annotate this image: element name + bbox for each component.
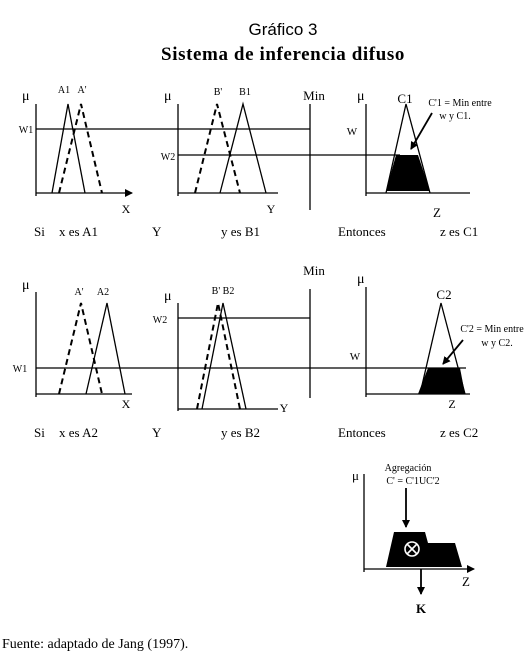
row1-rule-consequent: z es C1 <box>440 224 478 239</box>
row2-set-a2-triangle <box>85 302 126 395</box>
row2-w2-label: W2 <box>153 315 167 326</box>
row1-x-axis-label: X <box>122 202 131 216</box>
source-note: Fuente: adaptado de Jang (1997). <box>2 637 188 652</box>
aggregation-mu-label: μ <box>352 468 359 483</box>
row1-note-line1: C'1 = Min entre <box>428 98 492 109</box>
row2-x-axis-label: X <box>122 397 131 411</box>
row2-note-line1: C'2 = Min entre <box>460 324 524 335</box>
aggregation-label-line2: C' = C'1UC'2 <box>386 476 439 487</box>
row1-panel-z: μ Z W C1 C'1 = Min entre w y C1. <box>347 89 492 220</box>
row2-note-line2: w y C2. <box>481 338 512 349</box>
row2-min-label: Min <box>303 263 325 278</box>
aggregation-otimes-cross-b <box>406 543 418 555</box>
row1-rule-antecedent-2: y es B1 <box>221 224 260 239</box>
row1-set-b1-label: B1 <box>239 87 251 98</box>
row2-note-arrow <box>442 339 464 365</box>
aggregated-output-shape <box>386 532 462 567</box>
row2-y-mu-label: μ <box>164 289 172 304</box>
row1-rule-then: Entonces <box>338 224 386 239</box>
row2-set-c2-label: C2 <box>436 287 451 302</box>
row1-w-label: W <box>347 126 358 138</box>
row1-set-c1-triangle <box>385 103 431 194</box>
row2-z-axis-label: Z <box>448 397 455 411</box>
row1-z-mu-label: μ <box>357 89 365 104</box>
row1-w1-label: W1 <box>19 125 33 136</box>
row2-rule-then: Entonces <box>338 425 386 440</box>
row1-set-a1-label: A1 <box>58 85 70 96</box>
row2-rule-antecedent-1: x es A2 <box>59 425 98 440</box>
row1-set-a-prime-triangle <box>58 103 103 194</box>
row2-rule-antecedent-2: y es B2 <box>221 425 260 440</box>
row2-panel-x: μ X A' A2 W1 <box>13 278 132 411</box>
row2: μ X A' A2 W1 μ Y B' B2 W2 Min <box>13 263 524 440</box>
row1-set-a-prime-label: A' <box>77 85 86 96</box>
row1-note-arrow <box>410 112 433 150</box>
row1-set-c1-label: C1 <box>397 91 412 106</box>
row2-y-axis-label: Y <box>280 401 289 415</box>
row1-rule: Si x es A1 Y y es B1 Entonces z es C1 <box>34 224 478 239</box>
row2-x-mu-label: μ <box>22 278 30 293</box>
crisp-output-k-label: K <box>416 601 427 616</box>
row1-rule-antecedent-1: x es A1 <box>59 224 98 239</box>
row1-clipped-output-c1 <box>386 155 430 191</box>
row1-set-b-prime-label: B' <box>214 87 223 98</box>
aggregation-label-line1: Agregación <box>385 463 432 474</box>
row1-z-axis-label: Z <box>433 205 441 220</box>
figure-title: Sistema de inferencia difuso <box>161 44 405 65</box>
figure-number: Gráfico 3 <box>249 20 318 39</box>
aggregation-z-axis-label: Z <box>462 574 470 589</box>
row2-set-b-prime-triangle <box>196 302 241 410</box>
row2-set-a-prime-label: A' <box>74 287 83 298</box>
row1-rule-si: Si <box>34 224 45 239</box>
row1-rule-and: Y <box>152 224 162 239</box>
row1-panel-y: μ Y B' B1 W2 <box>161 87 278 216</box>
row2-rule: Si x es A2 Y y es B2 Entonces z es C2 <box>34 425 478 440</box>
row1-w2-label: W2 <box>161 152 175 163</box>
row1-set-b1-triangle <box>219 101 267 194</box>
row2-w1-label: W1 <box>13 364 27 375</box>
aggregation-panel: μ Z Agregación C' = C'1UC'2 K <box>352 463 475 616</box>
row2-set-c2-triangle <box>419 302 466 395</box>
row2-rule-consequent: z es C2 <box>440 425 478 440</box>
row2-set-a-prime-triangle <box>58 302 103 395</box>
row1-panel-x: μ X A1 A' W1 <box>19 85 133 216</box>
row2-w-label: W <box>350 351 361 363</box>
row2-rule-and: Y <box>152 425 162 440</box>
row1-set-a1-triangle <box>51 103 86 194</box>
row1-y-mu-label: μ <box>164 89 172 104</box>
row1-x-mu-label: μ <box>22 89 30 104</box>
row2-panel-y: μ Y B' B2 W2 <box>153 286 289 415</box>
row1: μ X A1 A' W1 μ Y B' B1 W2 Min <box>19 85 492 239</box>
row2-z-mu-label: μ <box>357 272 365 287</box>
row1-y-axis-label: Y <box>267 202 276 216</box>
row2-panel-z: μ Z W C2 C'2 = Min entre w y C2. <box>350 272 524 411</box>
row1-set-b-prime-triangle <box>194 103 241 194</box>
row1-note-line2: w y C1. <box>439 111 470 122</box>
row2-set-b2-triangle <box>201 302 247 410</box>
row2-set-b-prime-b2-label: B' B2 <box>212 286 235 297</box>
row2-set-a2-label: A2 <box>97 287 109 298</box>
row2-clipped-output-c2 <box>418 368 465 394</box>
row2-rule-si: Si <box>34 425 45 440</box>
row1-min-label: Min <box>303 88 325 103</box>
